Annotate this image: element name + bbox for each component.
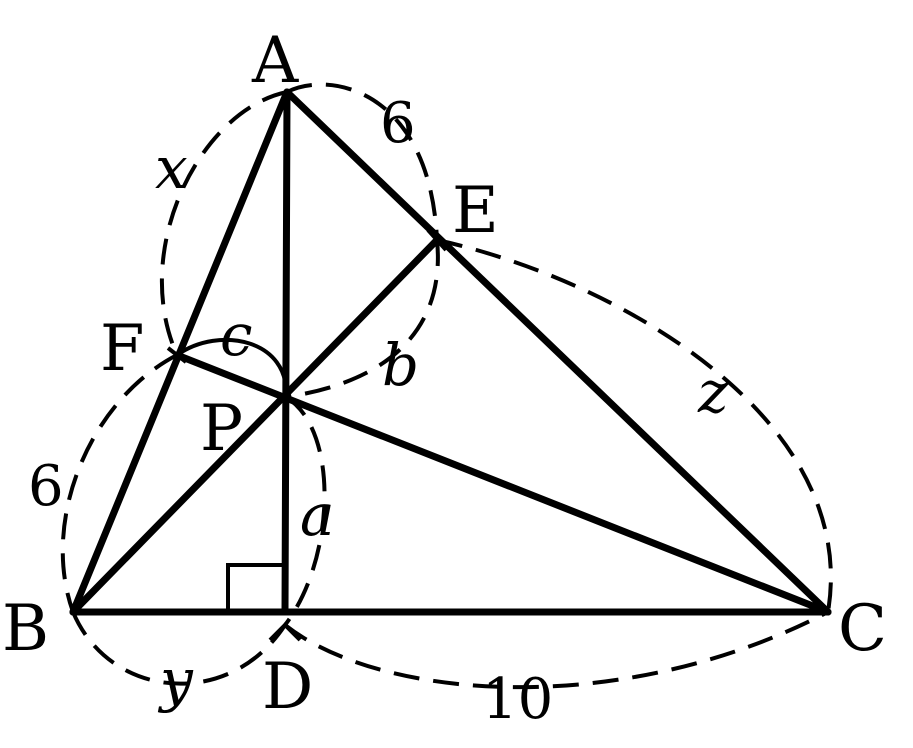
label-AF: x <box>155 134 188 202</box>
label-DC: 10 <box>482 667 553 732</box>
tick-F <box>166 346 188 364</box>
right-angle-mark <box>226 563 283 612</box>
arc-PE <box>285 239 440 399</box>
label-point-P: P <box>200 392 243 466</box>
label-point-D: D <box>262 650 313 724</box>
arc-BD <box>71 611 287 686</box>
tick-E <box>426 228 448 252</box>
arc-BF <box>60 353 178 613</box>
altitude-AD <box>281 88 291 616</box>
label-point-E: E <box>452 174 499 248</box>
label-point-B: B <box>2 592 49 666</box>
label-BD: y <box>157 646 194 714</box>
arc-DC <box>283 610 829 690</box>
label-point-C: C <box>838 592 887 666</box>
side-CA <box>283 88 832 616</box>
side-AB <box>69 88 291 616</box>
label-BF: 6 <box>28 454 64 519</box>
label-PD: a <box>300 481 335 549</box>
label-point-F: F <box>100 312 144 386</box>
arc-EC <box>436 238 833 613</box>
label-EC: z <box>697 358 729 426</box>
arc-PD <box>283 395 327 627</box>
label-AE: 6 <box>380 91 416 156</box>
label-PF: c <box>220 301 252 369</box>
segment-CF <box>173 351 832 616</box>
label-PE: b <box>382 331 419 399</box>
segment-BE <box>69 236 441 616</box>
tick-D <box>268 622 302 642</box>
arc-AE <box>286 82 439 241</box>
label-point-A: A <box>251 24 299 98</box>
